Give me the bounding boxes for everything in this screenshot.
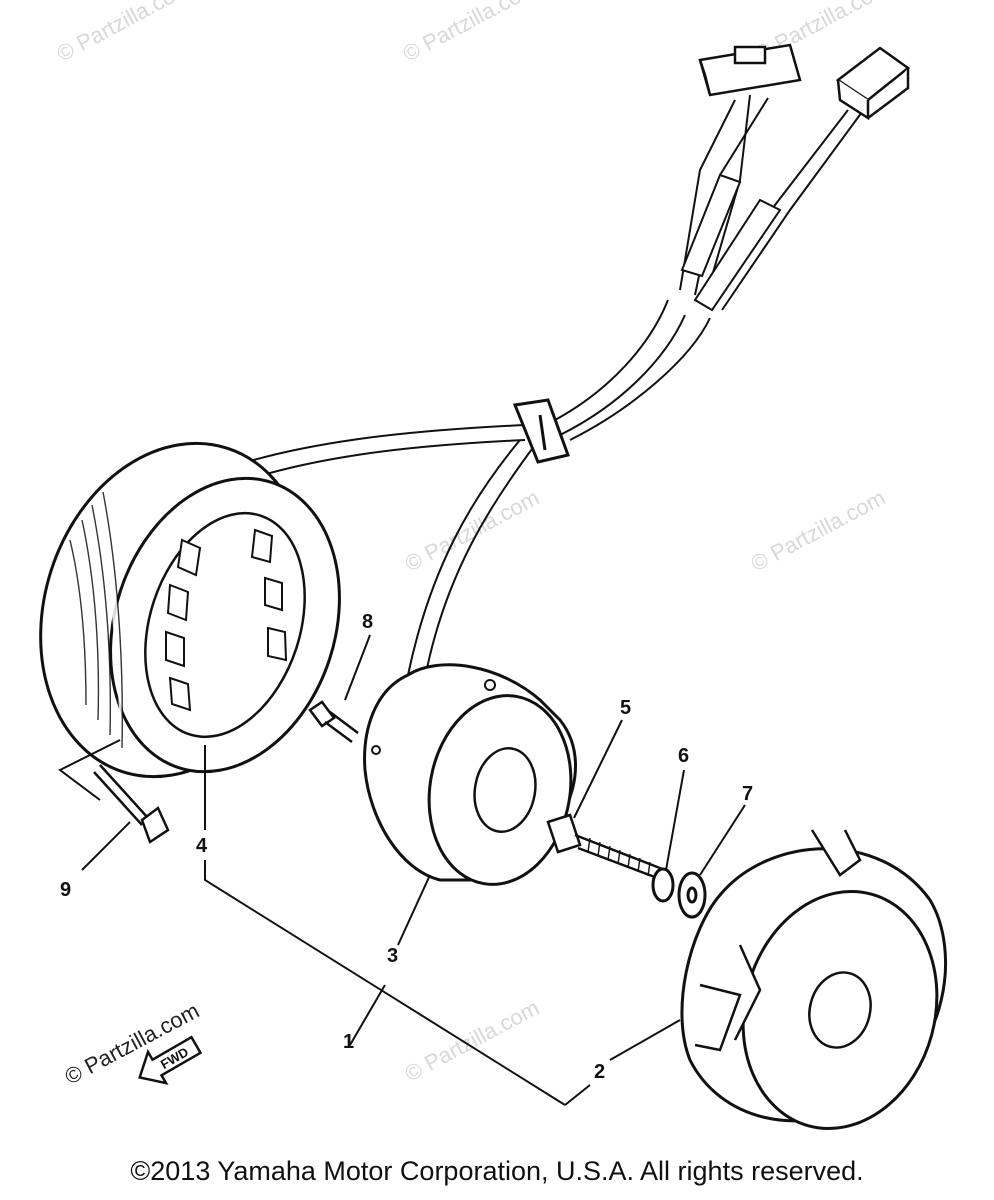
callout-6: 6 <box>678 745 689 767</box>
rotor-cylinder <box>363 663 577 886</box>
screw-8 <box>308 700 359 744</box>
flywheel-rotor <box>680 829 947 1130</box>
bolt-5 <box>546 813 669 884</box>
wire-harness <box>194 94 863 679</box>
callout-1: 1 <box>343 1031 354 1053</box>
watermark: © Partzilla.com <box>53 0 196 66</box>
wire-connector-left <box>698 43 802 97</box>
watermark: © Partzilla.com <box>401 485 544 577</box>
callout-4: 4 <box>196 835 208 857</box>
callout-labels: 1 2 3 4 5 6 7 8 9 <box>60 611 753 1083</box>
callout-9: 9 <box>60 879 71 901</box>
watermark: © Partzilla.com <box>747 485 890 577</box>
callout-8: 8 <box>362 611 373 633</box>
callout-5: 5 <box>620 697 631 719</box>
flat-washer-7 <box>677 871 707 919</box>
stator-coil <box>39 441 341 779</box>
spring-washer-6 <box>651 867 675 903</box>
watermark: © Partzilla.com <box>401 995 544 1087</box>
leader-lines <box>58 634 746 1106</box>
screw-9 <box>93 764 170 844</box>
wire-connector-right <box>835 46 911 121</box>
callout-7: 7 <box>742 783 753 805</box>
wire-grommet <box>512 398 570 464</box>
callout-3: 3 <box>387 945 398 967</box>
callout-2: 2 <box>594 1061 605 1083</box>
watermark: © Partzilla.com <box>399 0 542 66</box>
copyright-notice: ©2013 Yamaha Motor Corporation, U.S.A. A… <box>130 1156 864 1186</box>
